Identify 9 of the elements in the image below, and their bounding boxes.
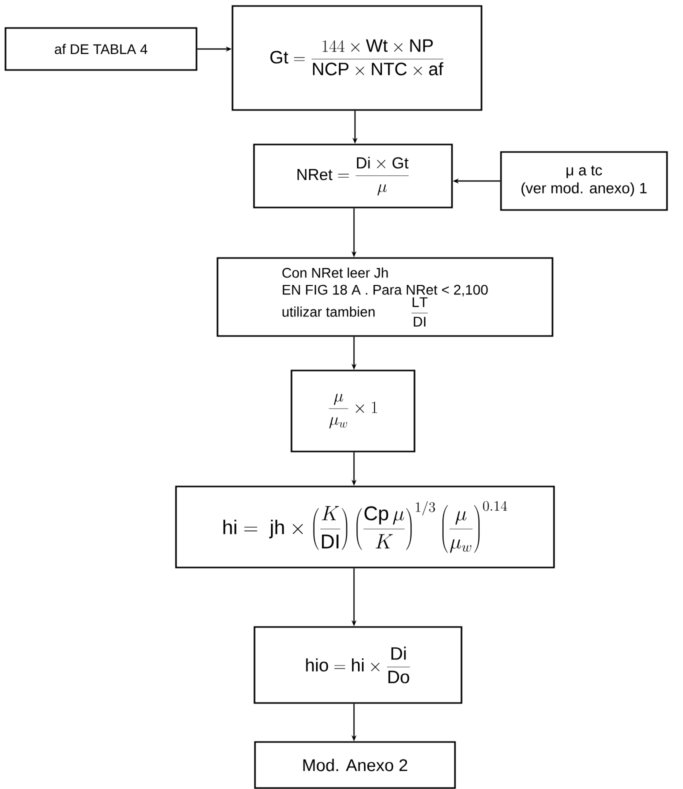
formula-box: $\frac{\mu}{\mu_w}\times 1$: [290, 370, 416, 452]
process-box: μ a tc (ver mod. anexo) 1: [500, 151, 668, 211]
formula-box: $\mathrm{hi}=\;\mathrm{jh}\times\left(\frac{K}{\mathrm{DI}}\right)\left(\frac{\mathrm{Cp}\,\mu}{K}\right)^{1/3}\left(\frac{\mu}{\mu_w}\right)^{0.14}$: [175, 486, 555, 568]
process-box: Mod. Anexo 2: [254, 741, 456, 789]
formula-box: $\mathrm{NRet}=\frac{\mathrm{Di}\times \mathrm{Gt}}{\mu}$: [253, 144, 453, 208]
process-box: af DE TABLA 4: [4, 27, 198, 71]
process-box: Con NRet leer Jh EN FIG 18 A . Para NRet < 2,100 utilizar tambien $\frac{\mathrm{LT}}{\mathrm{DI}}$: [216, 257, 554, 337]
formula-box: $\mathrm{hio}=\mathrm{hi}\times\frac{\mathrm{Di}}{\mathrm{Do}}$: [254, 626, 462, 704]
formula-box: $\mathrm{Gt}=\frac{144\times \mathrm{Wt}\times \mathrm{NP}}{\mathrm{NCP}\times \mathrm{NTC}\times \mathrm{af}}$: [232, 5, 482, 111]
